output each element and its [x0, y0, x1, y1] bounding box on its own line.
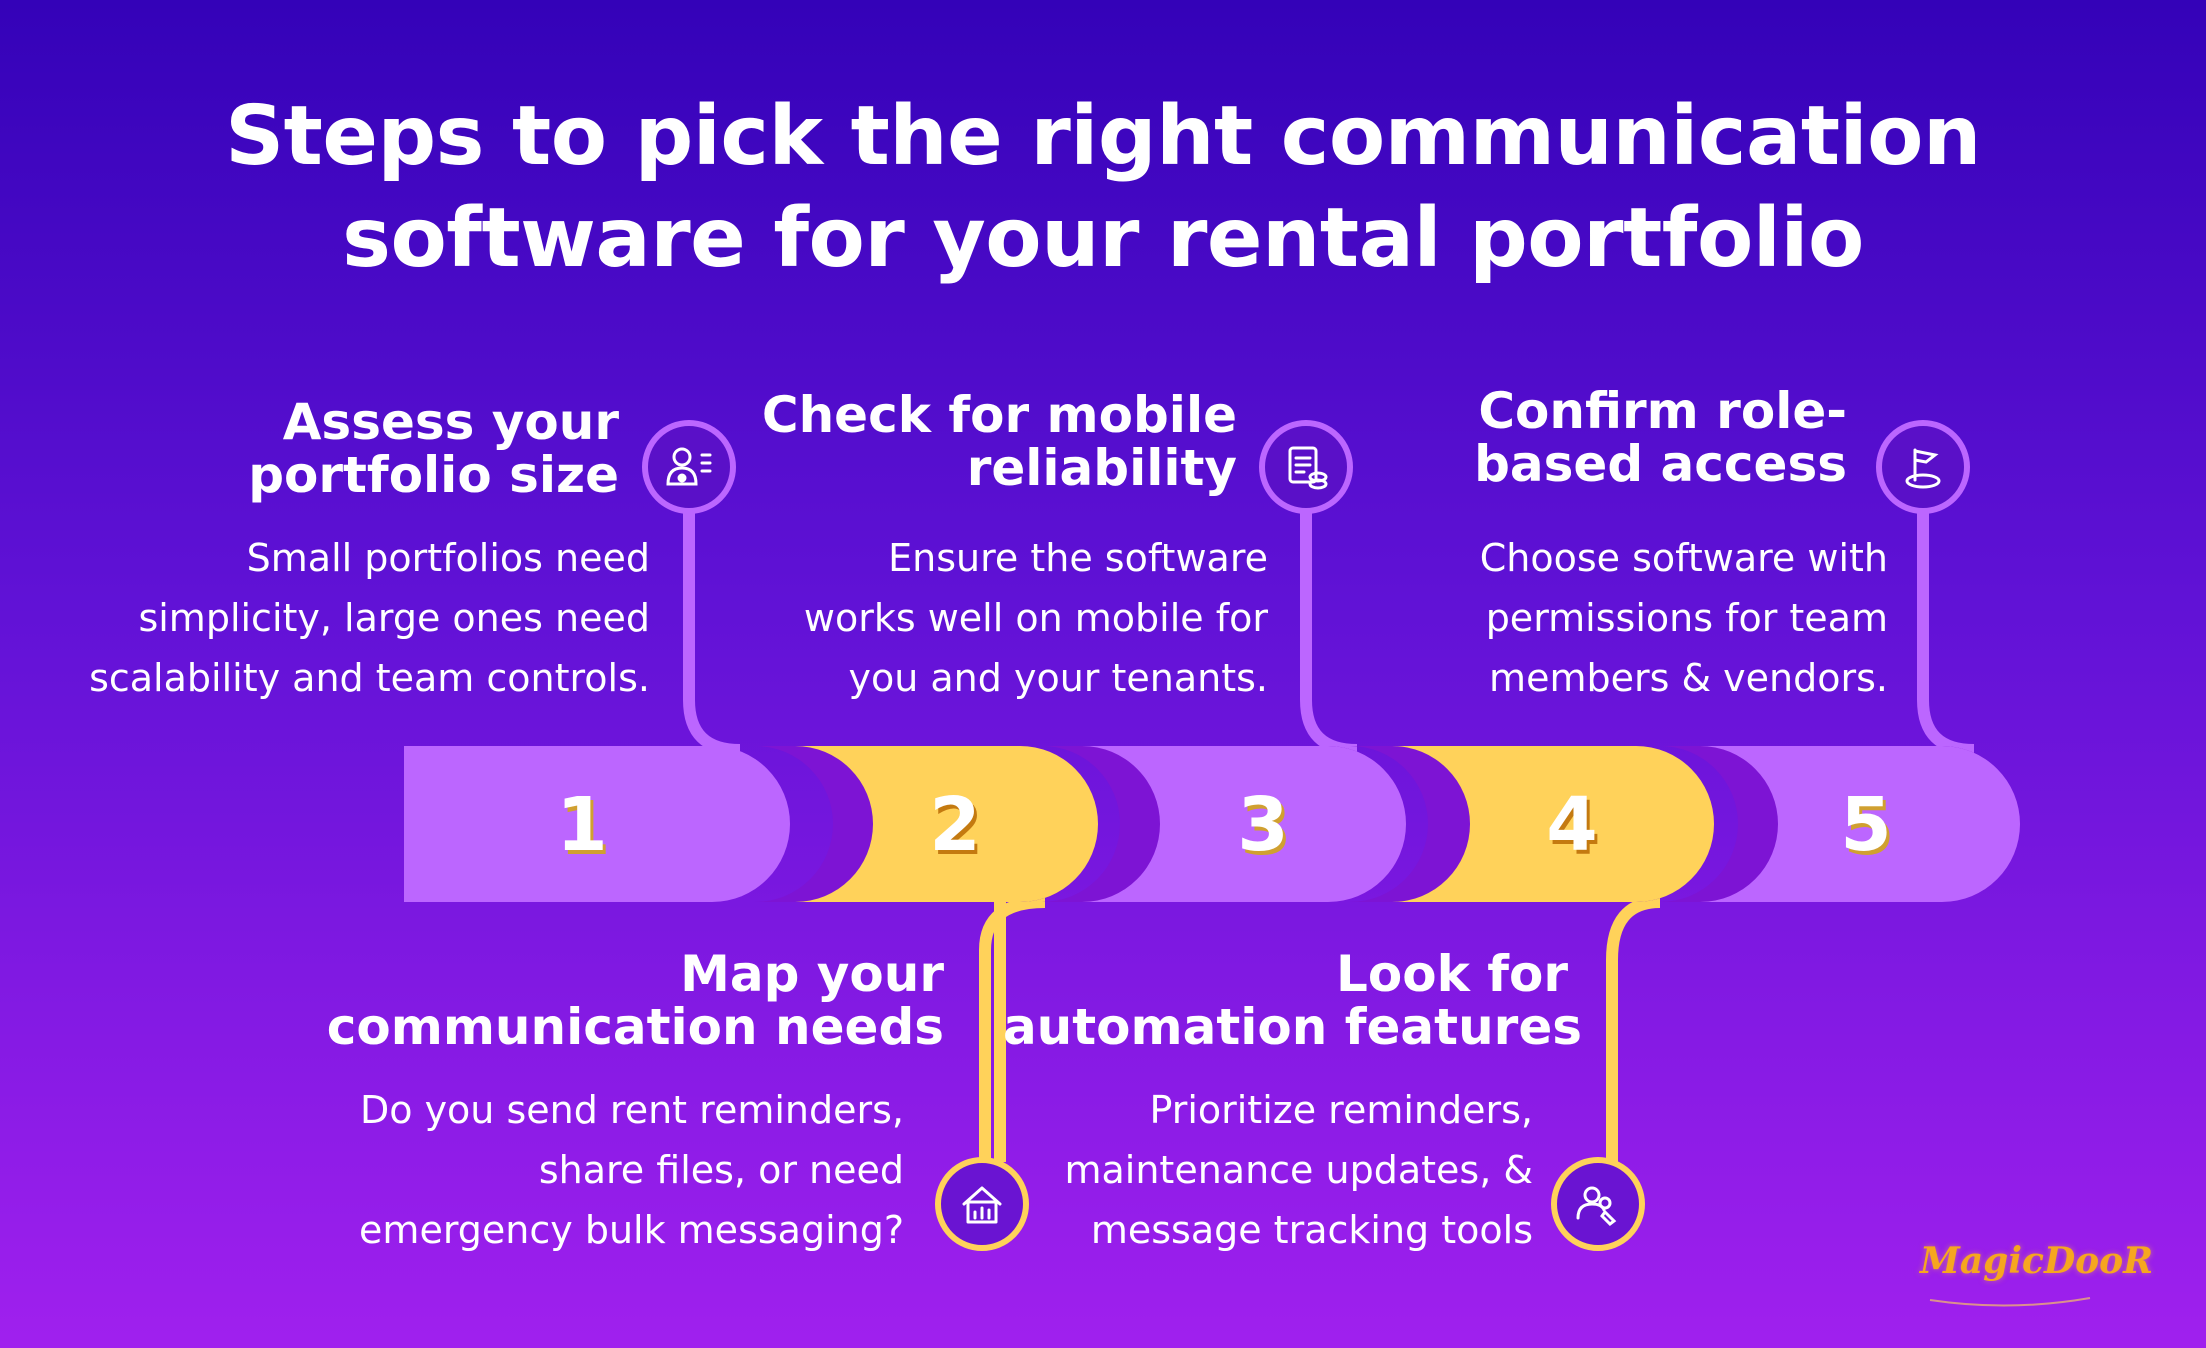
step-4-desc-line-3: message tracking tools	[1090, 1208, 1533, 1252]
step-1-description: Small portfolios need simplicity, large …	[89, 528, 650, 708]
house-chart-icon	[962, 1186, 1002, 1224]
document-coins-icon	[1288, 446, 1328, 490]
segment-3	[1042, 746, 1406, 902]
connector-step-4-curve	[1606, 896, 1661, 1162]
icon-circle-step-2	[935, 1157, 1029, 1251]
step-number-1: 1	[556, 782, 608, 868]
step-4-description: Prioritize reminders, maintenance update…	[1064, 1080, 1533, 1260]
step-3-title: Check for mobile reliability	[762, 389, 1237, 495]
connector-step-1	[683, 505, 741, 756]
step-4-desc-line-1: Prioritize reminders,	[1149, 1088, 1533, 1132]
step-2-title-line-1: Map your	[680, 945, 944, 1003]
team-edit-icon	[1576, 1186, 1617, 1226]
step-3-desc-line-2: works well on mobile for	[803, 596, 1268, 640]
step-1-desc-line-1: Small portfolios need	[246, 536, 650, 580]
logo-swoosh	[1929, 1297, 2091, 1307]
user-list-icon	[666, 447, 712, 486]
step-number-5: 5	[1840, 782, 1892, 868]
segment-4	[1350, 746, 1714, 902]
step-3-desc-line-1: Ensure the software	[888, 536, 1268, 580]
segment-1	[404, 746, 790, 902]
step-2-desc-line-1: Do you send rent reminders,	[359, 1088, 904, 1132]
icon-circle-step-5	[1876, 420, 1970, 514]
step-2-description: Do you send rent reminders, share files,…	[359, 1080, 904, 1260]
step-4-title: Look for automation features	[1003, 948, 1582, 1054]
step-1-title: Assess your portfolio size	[248, 396, 619, 502]
step-2-desc-line-3: emergency bulk messaging?	[359, 1208, 904, 1252]
step-4-desc-line-2: maintenance updates, &	[1064, 1148, 1533, 1192]
step-1-title-line-1: Assess your	[282, 393, 619, 451]
connector-step-5	[1917, 505, 1975, 756]
step-number-4: 4	[1546, 782, 1598, 868]
page-title: Steps to pick the right communication so…	[0, 86, 2206, 290]
step-2-title: Map your communication needs	[327, 948, 944, 1054]
segment-2	[755, 746, 1098, 902]
step-5-title: Confirm role- based access	[1474, 385, 1847, 491]
step-number-3: 3	[1237, 782, 1289, 868]
page-title-line-2: software for your rental portfolio	[342, 191, 1864, 286]
icon-circle-step-1	[642, 420, 736, 514]
step-3-title-line-2: reliability	[966, 439, 1237, 497]
icon-circle-step-3	[1259, 420, 1353, 514]
step-5-desc-line-2: permissions for team	[1485, 596, 1888, 640]
step-5-desc-line-3: members & vendors.	[1489, 656, 1888, 700]
icon-circle-step-4	[1551, 1157, 1645, 1251]
step-5-title-line-2: based access	[1474, 435, 1847, 493]
step-2-desc-line-2: share files, or need	[538, 1148, 904, 1192]
step-3-desc-line-3: you and your tenants.	[848, 656, 1268, 700]
page-title-line-1: Steps to pick the right communication	[225, 89, 1981, 184]
step-5-title-line-1: Confirm role-	[1478, 382, 1847, 440]
step-1-title-line-2: portfolio size	[248, 446, 619, 504]
magic-door-logo: MagicDooR	[1920, 1240, 2153, 1310]
segment-5	[1660, 746, 2020, 902]
step-1-desc-line-3: scalability and team controls.	[89, 656, 650, 700]
step-5-desc-line-1: Choose software with	[1479, 536, 1888, 580]
step-2-title-line-2: communication needs	[326, 998, 944, 1056]
flag-target-icon	[1905, 448, 1941, 489]
logo-text: MagicDooR	[1920, 1240, 2154, 1282]
step-3-title-line-1: Check for mobile	[761, 386, 1237, 444]
connector-step-3	[1300, 505, 1358, 756]
step-1-desc-line-2: simplicity, large ones need	[138, 596, 650, 640]
step-number-2: 2	[929, 782, 981, 868]
step-3-description: Ensure the software works well on mobile…	[804, 528, 1268, 708]
step-4-title-line-1: Look for	[1336, 945, 1568, 1003]
step-4-title-line-2: automation features	[1002, 998, 1582, 1056]
step-5-description: Choose software with permissions for tea…	[1480, 528, 1888, 708]
connector-step-2-curve	[979, 896, 1046, 1162]
